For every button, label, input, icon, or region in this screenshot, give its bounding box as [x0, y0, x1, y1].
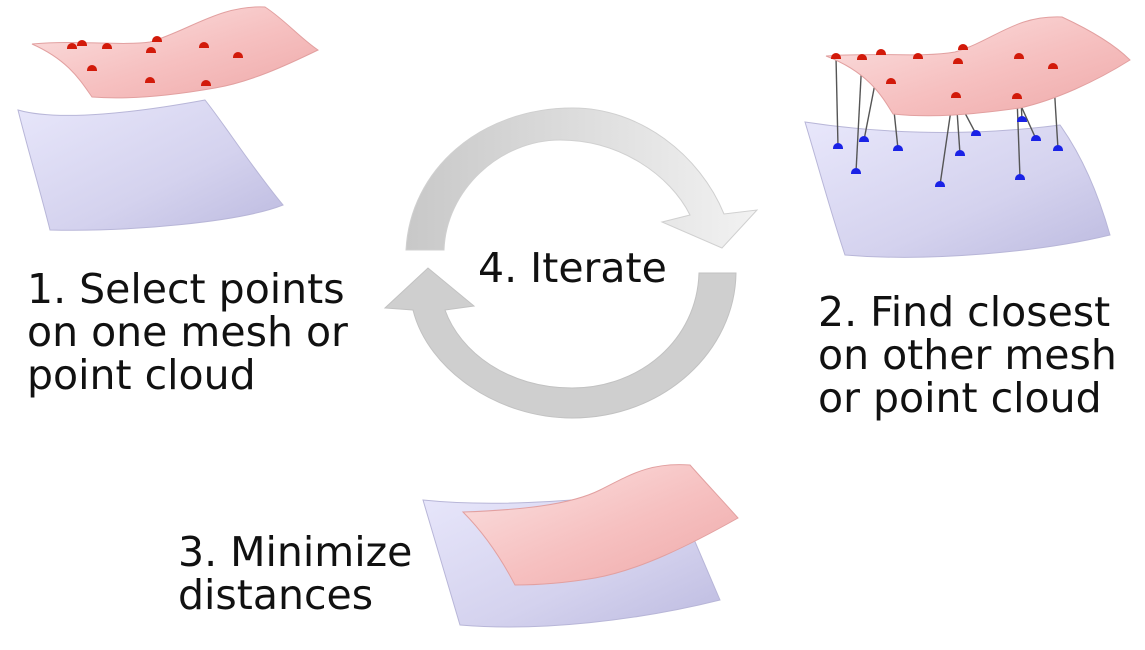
- source-surface: [825, 16, 1131, 117]
- source-point: [145, 77, 155, 83]
- step-2-label: 2. Find closest on other mesh or point c…: [818, 291, 1117, 420]
- target-surface: [17, 99, 284, 231]
- source-point: [87, 65, 97, 71]
- source-points: [831, 44, 1058, 99]
- source-point: [1012, 93, 1022, 99]
- step-3-label: 3. Minimize distances: [178, 531, 412, 617]
- source-point: [233, 52, 243, 58]
- source-point: [913, 53, 923, 59]
- target-point: [1031, 135, 1041, 141]
- target-point: [851, 168, 861, 174]
- step-2-line-2: on other mesh: [818, 331, 1117, 379]
- step-1-label: 1. Select points on one mesh or point cl…: [27, 268, 348, 397]
- target-point: [1017, 116, 1027, 122]
- step-1-line-3: point cloud: [27, 351, 256, 399]
- target-point: [1053, 145, 1063, 151]
- target-point: [893, 145, 903, 151]
- source-point: [152, 36, 162, 42]
- step-4-text: 4. Iterate: [478, 244, 667, 292]
- target-point: [1015, 174, 1025, 180]
- panel-minimize: [422, 464, 739, 628]
- source-point: [958, 44, 968, 50]
- correspondence-line: [855, 57, 863, 173]
- panel-select-points: [17, 6, 320, 231]
- source-point: [67, 43, 77, 49]
- source-point: [102, 43, 112, 49]
- source-point: [1048, 63, 1058, 69]
- source-point: [831, 53, 841, 59]
- target-point: [833, 143, 843, 149]
- upper-cycle-arrow: [405, 107, 759, 251]
- step-2-line-3: or point cloud: [818, 374, 1102, 422]
- source-points: [67, 36, 243, 86]
- source-point: [1014, 53, 1024, 59]
- source-surface: [461, 464, 739, 586]
- step-2-line-1: 2. Find closest: [818, 288, 1111, 336]
- target-point: [935, 181, 945, 187]
- target-point: [859, 136, 869, 142]
- source-point: [886, 78, 896, 84]
- correspondence-line: [1016, 96, 1021, 179]
- lower-cycle-arrow: [383, 267, 737, 419]
- source-point: [146, 47, 156, 53]
- target-point: [955, 150, 965, 156]
- step-3-line-1: 3. Minimize: [178, 528, 413, 576]
- source-point: [201, 80, 211, 86]
- source-point: [951, 92, 961, 98]
- source-surface: [31, 6, 320, 99]
- target-surface: [804, 121, 1111, 258]
- source-point: [876, 49, 886, 55]
- step-1-line-2: on one mesh or: [27, 308, 348, 356]
- target-point: [971, 130, 981, 136]
- source-point: [77, 40, 87, 46]
- iterate-cycle-arrows: [383, 107, 759, 419]
- source-point: [199, 42, 209, 48]
- step-4-label: 4. Iterate: [478, 247, 667, 290]
- source-point: [857, 54, 867, 60]
- panel-find-closest: [804, 16, 1131, 258]
- step-3-line-2: distances: [178, 571, 374, 619]
- source-point: [953, 58, 963, 64]
- step-1-line-1: 1. Select points: [27, 265, 345, 313]
- target-points: [833, 116, 1063, 187]
- correspondence-line: [835, 56, 839, 148]
